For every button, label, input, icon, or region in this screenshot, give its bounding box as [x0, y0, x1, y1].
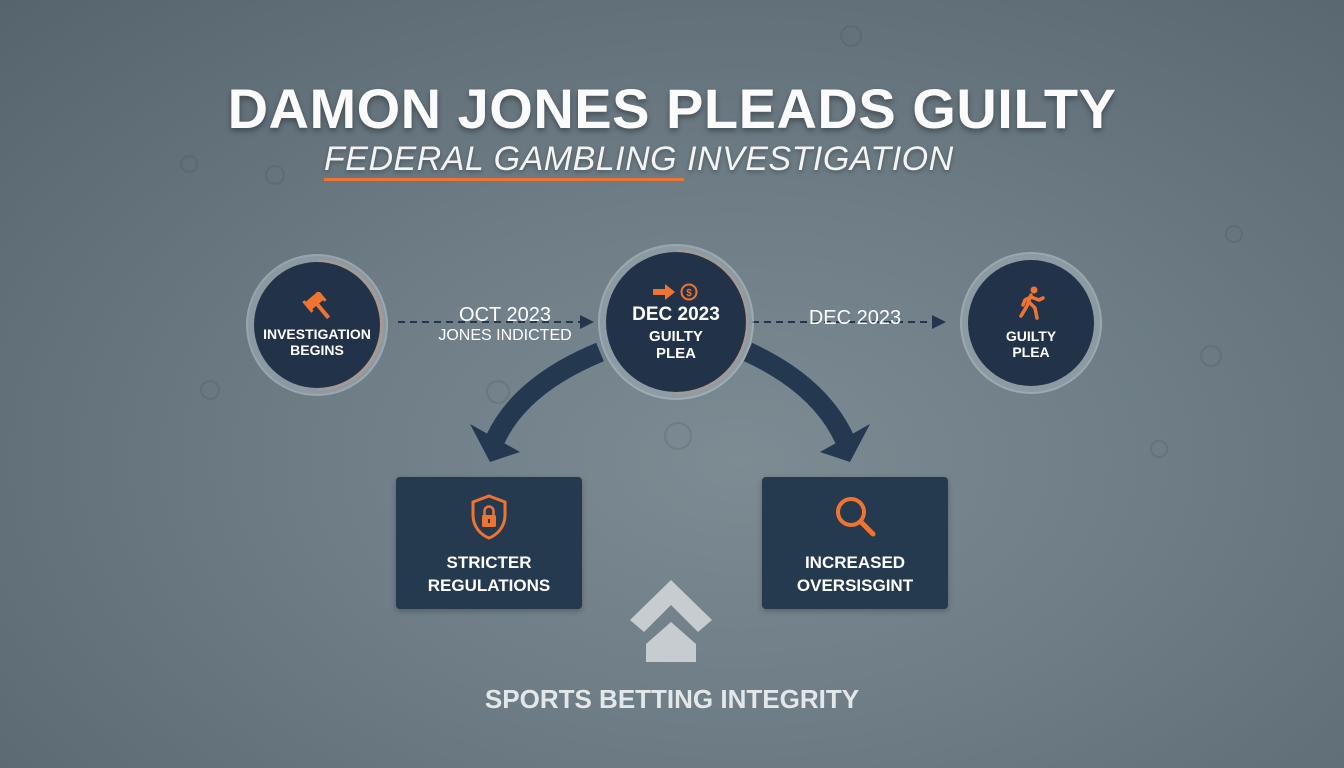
node-label-line1: GUILTY — [649, 328, 703, 345]
node-label-line2: PLEA — [655, 345, 696, 362]
shield-lock-icon — [471, 494, 507, 540]
connector-1-date: OCT 2023 — [459, 304, 551, 326]
background-bubble — [1225, 225, 1243, 243]
card-label-line2: REGULATIONS — [427, 576, 551, 595]
subtitle-underline — [324, 178, 684, 181]
card-label-line2: OVERSISGINT — [796, 576, 914, 595]
node-label-line2: BEGINS — [290, 342, 344, 358]
connector-2-date: DEC 2023 — [808, 307, 902, 329]
footer-label: SPORTS BETTING INTEGRITY — [484, 684, 860, 714]
background-bubble — [840, 25, 862, 47]
timeline-node-investigation: INVESTIGATION BEGINS — [254, 262, 380, 388]
background-bubble — [200, 380, 220, 400]
timeline-node-guilty-plea-dec: $ DEC 2023 GUILTY PLEA — [606, 252, 746, 392]
timeline-node-guilty-plea: GUILTY PLEA — [968, 260, 1094, 386]
node-label-line2: PLEA — [1012, 344, 1050, 360]
outcome-card-regulations: STRICTER REGULATIONS — [396, 477, 582, 609]
node-date: DEC 2023 — [632, 304, 720, 325]
running-person-icon — [1019, 286, 1045, 320]
background-bubble — [265, 165, 285, 185]
up-chevrons-icon — [630, 580, 712, 662]
arrow-dollar-icon: $ — [653, 283, 698, 301]
gavel-icon — [302, 292, 331, 320]
card-label-line1: INCREASED — [804, 553, 906, 572]
background-bubble — [180, 155, 198, 173]
node-label-line1: GUILTY — [1005, 328, 1057, 344]
page-subtitle: FEDERAL GAMBLING INVESTIGATION — [324, 140, 954, 178]
outcome-card-oversight: INCREASED OVERSISGINT — [762, 477, 948, 609]
svg-text:$: $ — [686, 288, 692, 299]
connector-1-caption: JONES INDICTED — [438, 327, 572, 344]
node-label-line1: INVESTIGATION — [263, 326, 371, 342]
background-bubble — [486, 380, 510, 404]
magnifier-icon — [836, 497, 876, 537]
background-bubble — [1200, 345, 1222, 367]
page-title: DAMON JONES PLEADS GUILTY — [227, 77, 1117, 140]
background-bubble — [1150, 440, 1168, 458]
card-label-line1: STRICTER — [446, 553, 532, 572]
background-bubble — [664, 422, 692, 450]
